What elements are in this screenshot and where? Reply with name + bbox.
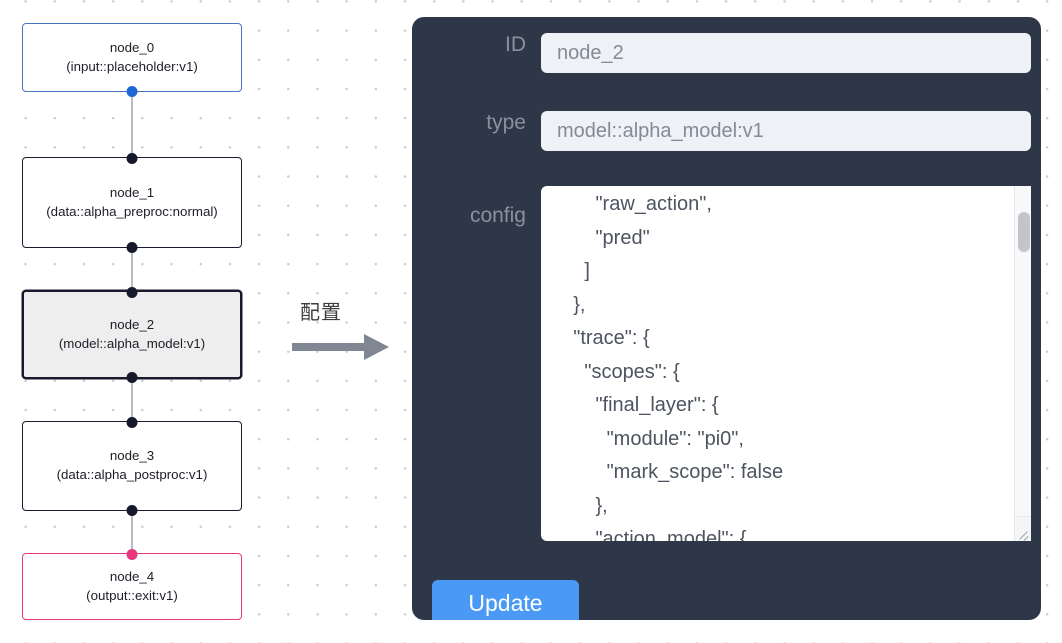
flow-node-node_2[interactable]: node_2 (model::alpha_model:v1) (22, 286, 242, 383)
edge-node3-node4 (131, 511, 133, 553)
flow-node-title: node_0 (109, 39, 155, 55)
update-button[interactable]: Update (432, 580, 579, 620)
node-handle-target[interactable] (126, 548, 138, 560)
flow-node-title: node_2 (109, 316, 155, 332)
flow-node-title: node_3 (109, 448, 155, 464)
flow-node-subtitle: (data::alpha_preproc:normal) (46, 203, 218, 219)
field-row-id: ID (412, 33, 1041, 73)
config-field-label: config (469, 204, 526, 227)
node-handle-source[interactable] (126, 241, 138, 253)
id-field-label: ID (505, 33, 526, 56)
arrow-label: 配置 (300, 300, 342, 324)
type-field-label: type (486, 111, 526, 134)
flow-node-node_1[interactable]: node_1 (data::alpha_preproc:normal) (22, 152, 242, 253)
node-handle-target[interactable] (126, 416, 138, 428)
arrow-icon (292, 334, 389, 360)
edge-node2-node3 (131, 379, 133, 421)
flow-canvas[interactable]: node_0 (input::placeholder:v1) node_1 (d… (0, 0, 290, 643)
flow-node-subtitle: (data::alpha_postproc:v1) (56, 467, 208, 482)
annotation-arrow-group: 配置 (292, 296, 398, 366)
node-handle-target[interactable] (126, 286, 138, 298)
node-handle-source[interactable] (126, 504, 138, 516)
flow-node-node_3[interactable]: node_3 (data::alpha_postproc:v1) (22, 416, 242, 516)
flow-node-subtitle: (output::exit:v1) (86, 587, 178, 603)
config-scrollbar-track[interactable] (1014, 186, 1031, 516)
flow-node-subtitle: (model::alpha_model:v1) (58, 335, 206, 351)
config-scrollbar-thumb[interactable] (1018, 212, 1030, 252)
node-handle-target[interactable] (126, 152, 138, 164)
id-input[interactable] (541, 33, 1031, 73)
flow-node-title: node_1 (109, 184, 155, 200)
flow-node-title: node_4 (109, 568, 155, 584)
edge-node0-node1 (131, 92, 133, 157)
config-textarea-wrapper: "raw_action", "pred" ] }, "trace": { "sc… (541, 186, 1031, 541)
field-row-type: type (412, 111, 1041, 151)
type-input[interactable] (541, 111, 1031, 151)
resize-handle-icon[interactable] (1014, 516, 1031, 541)
edge-node1-node2 (131, 248, 133, 290)
node-config-panel: ID type config "raw_action", "pred" ] },… (412, 17, 1041, 620)
field-row-config: config "raw_action", "pred" ] }, "trace"… (412, 186, 1041, 541)
node-handle-source[interactable] (126, 85, 138, 97)
flow-node-node_4[interactable]: node_4 (output::exit:v1) (22, 548, 242, 620)
flow-node-subtitle: (input::placeholder:v1) (66, 58, 198, 74)
config-textarea[interactable]: "raw_action", "pred" ] }, "trace": { "sc… (541, 186, 1031, 541)
flow-node-node_0[interactable]: node_0 (input::placeholder:v1) (22, 23, 242, 97)
node-handle-source[interactable] (126, 371, 138, 383)
